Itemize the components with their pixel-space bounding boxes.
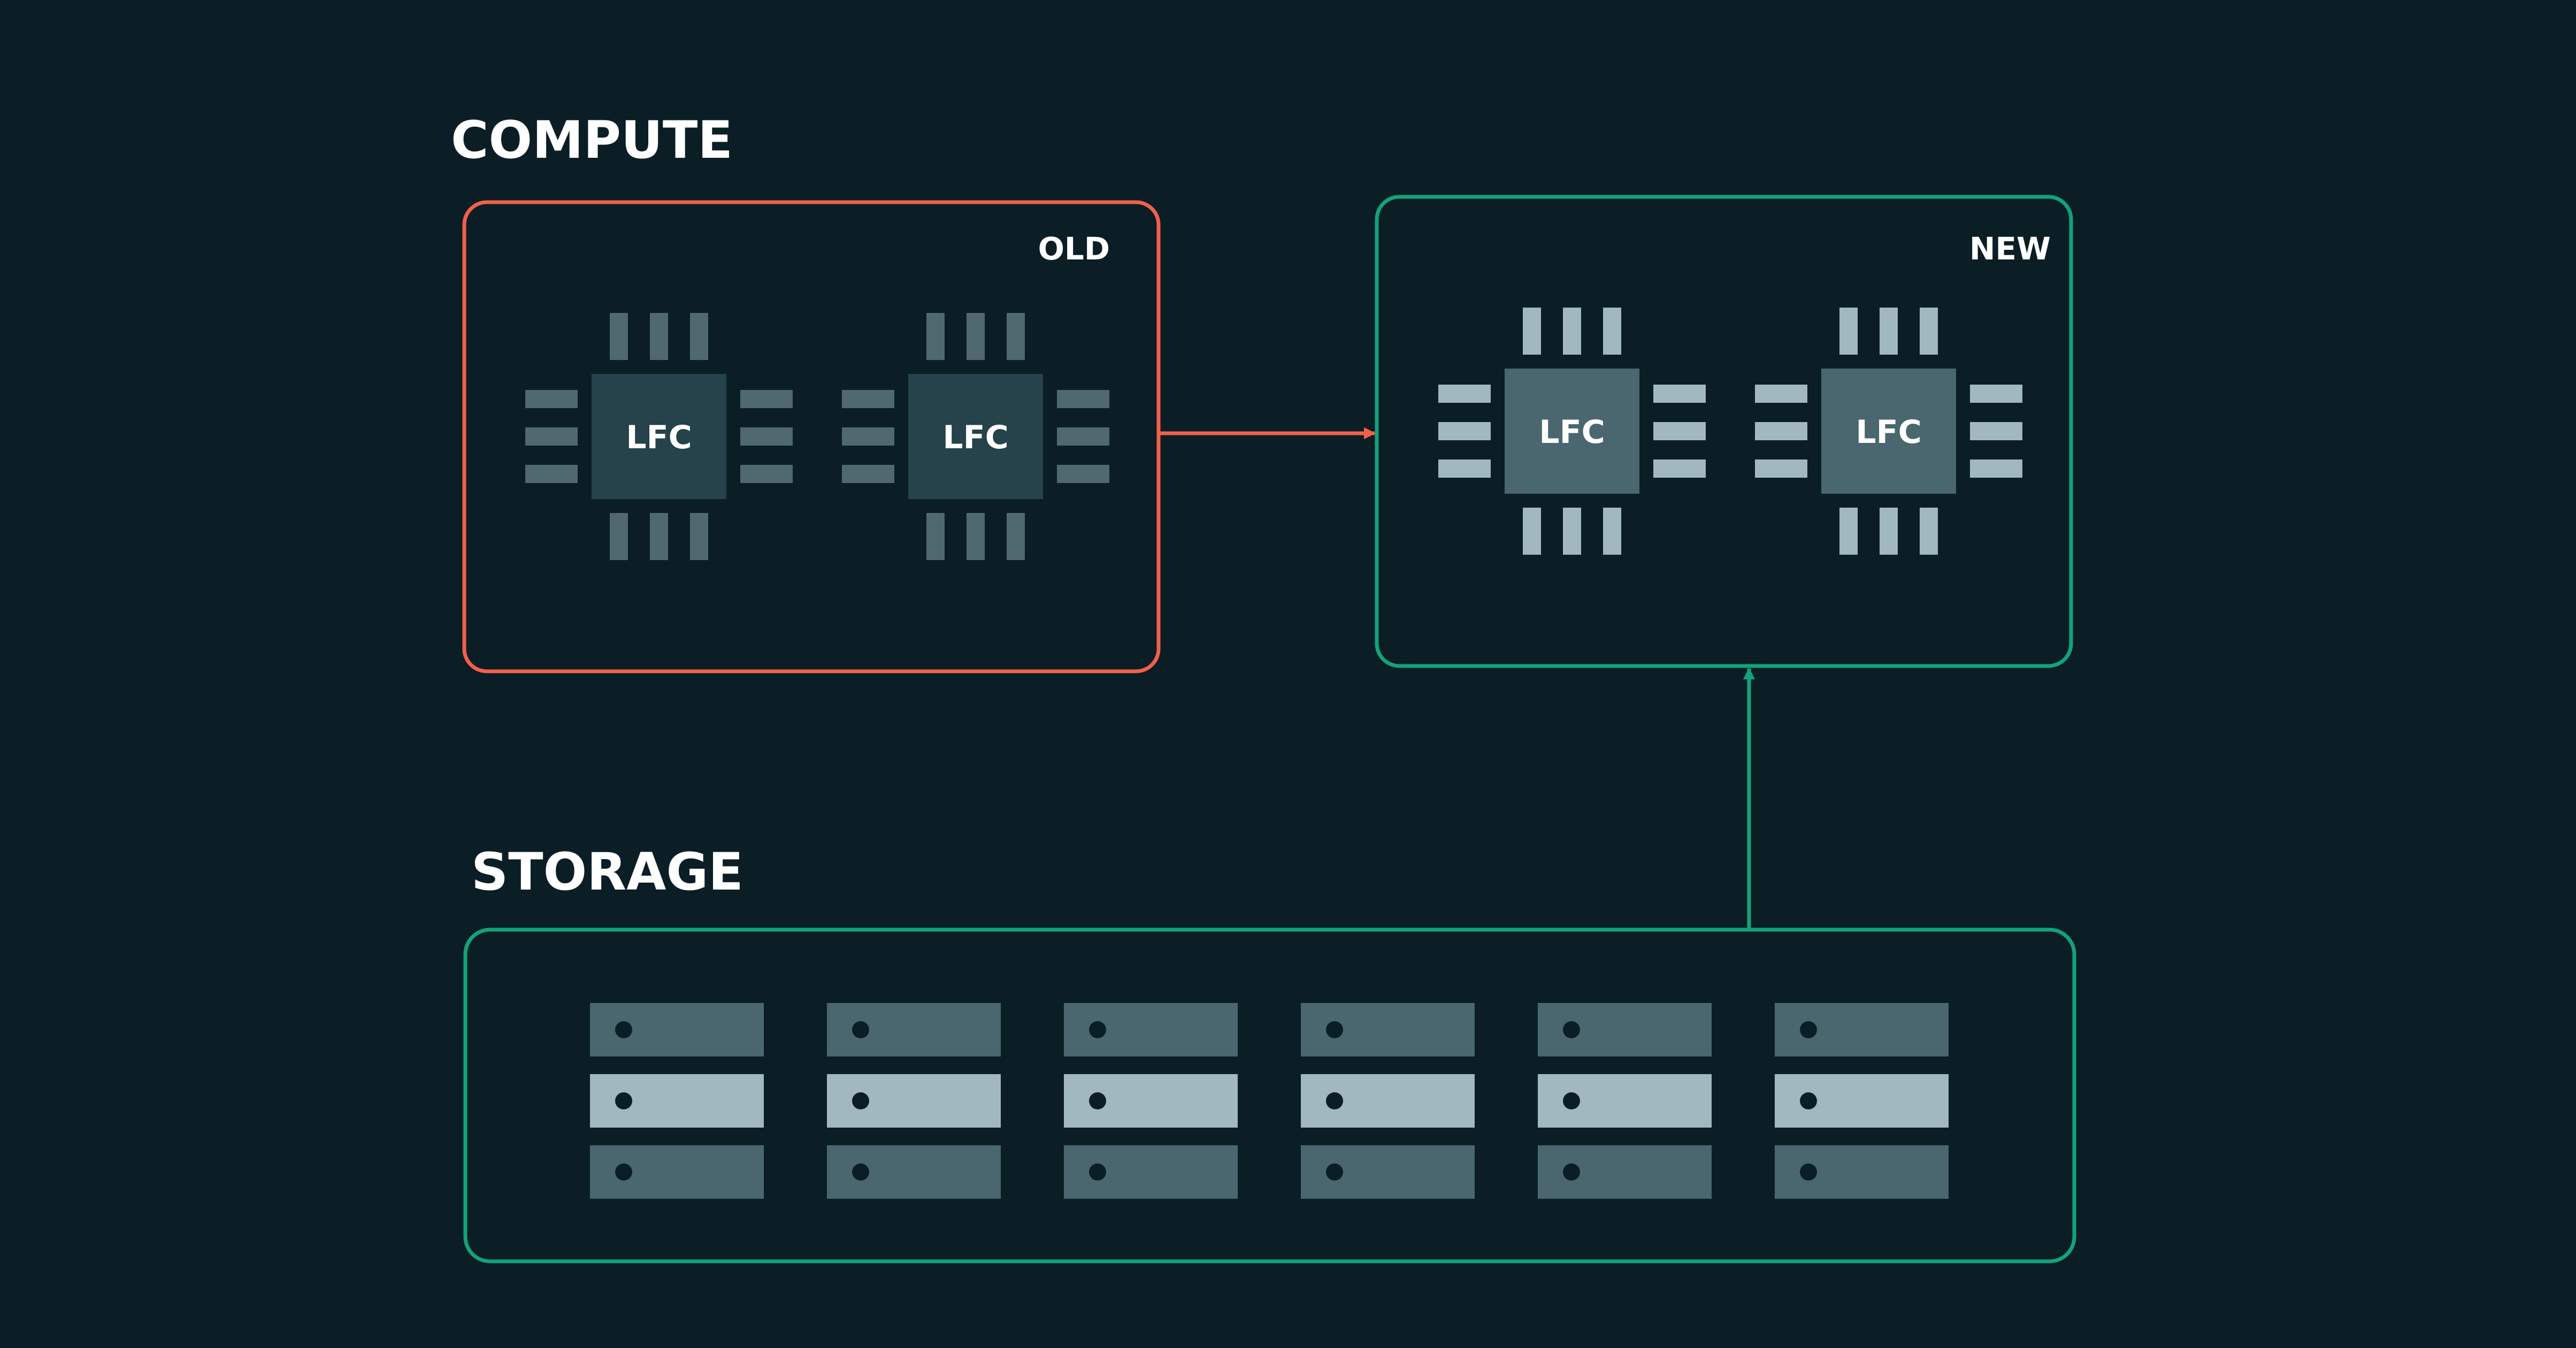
chip-pin [1007, 513, 1025, 560]
server-led [615, 1021, 632, 1038]
chip-pin [926, 513, 945, 560]
server-led [1563, 1163, 1580, 1181]
chip-pin [1839, 508, 1858, 555]
chip-pin [525, 427, 578, 446]
server-led [1563, 1021, 1580, 1038]
server-led [1089, 1021, 1106, 1038]
server-led [1800, 1021, 1817, 1038]
chip-pin [690, 513, 708, 560]
chip-pin [842, 390, 894, 408]
chip-pin [1653, 422, 1706, 440]
server-racks [590, 1003, 1949, 1199]
chip-pin [650, 313, 668, 360]
chip-body [1505, 369, 1639, 494]
chip-pin [1653, 459, 1706, 478]
server-stack [1775, 1003, 1949, 1199]
old-label: OLD [1038, 231, 1110, 267]
chip-pin [740, 465, 793, 483]
server-led [1326, 1163, 1343, 1181]
chip-pin [1057, 390, 1109, 408]
server-led [1326, 1021, 1343, 1038]
new-compute-group: NEW LFC LFC [1375, 195, 2073, 668]
old-chips: LFC LFC [525, 313, 1109, 560]
chip-label: LFC [1856, 413, 1921, 451]
server-stack [1538, 1003, 1712, 1199]
chip-body [592, 374, 726, 499]
server-stack [590, 1003, 764, 1199]
new-chips: LFC LFC [1438, 308, 2022, 555]
new-lfc-chip: LFC [1755, 308, 2022, 555]
server-led [615, 1092, 632, 1109]
chip-pin [1970, 459, 2022, 478]
old-compute-group: OLD LFC LFC [462, 200, 1161, 673]
chip-pin [1438, 385, 1491, 403]
new-compute-box [1375, 195, 2073, 668]
chip-pin [1755, 459, 1807, 478]
server-led [852, 1092, 869, 1109]
chip-pin [842, 427, 894, 446]
chip-pin [1523, 508, 1541, 555]
chip-pin [740, 427, 793, 446]
chip-pin [610, 513, 628, 560]
chip-pin [650, 513, 668, 560]
chip-pin [1438, 459, 1491, 478]
chip-pin [1970, 385, 2022, 403]
server-led [1089, 1163, 1106, 1181]
chip-pin [926, 313, 945, 360]
chip-pin [1057, 465, 1109, 483]
storage-group [463, 928, 2076, 1263]
chip-pin [1523, 308, 1541, 355]
chip-body [908, 374, 1043, 499]
chip-pin [690, 313, 708, 360]
server-led [1800, 1092, 1817, 1109]
chip-pin [1755, 385, 1807, 403]
chip-pin [842, 465, 894, 483]
server-led [1800, 1163, 1817, 1181]
server-led [852, 1021, 869, 1038]
server-stack [1301, 1003, 1475, 1199]
chip-pin [740, 390, 793, 408]
chip-pin [1970, 422, 2022, 440]
chip-pin [1057, 427, 1109, 446]
server-led [1563, 1092, 1580, 1109]
chip-pin [1563, 508, 1581, 555]
compute-title: COMPUTE [451, 110, 733, 170]
chip-pin [525, 390, 578, 408]
server-stack [1064, 1003, 1238, 1199]
chip-pin [1603, 308, 1621, 355]
server-led [615, 1163, 632, 1181]
old-compute-box [462, 200, 1161, 673]
chip-pin [1653, 385, 1706, 403]
chip-pin [1755, 422, 1807, 440]
chip-label: LFC [1539, 413, 1605, 451]
chip-pin [967, 513, 985, 560]
chip-label: LFC [942, 419, 1008, 456]
chip-pin [1839, 308, 1858, 355]
chip-pin [967, 313, 985, 360]
chip-body [1821, 369, 1956, 494]
storage-title: STORAGE [471, 842, 743, 902]
server-stack [827, 1003, 1001, 1199]
chip-pin [1920, 508, 1938, 555]
server-led [1089, 1092, 1106, 1109]
new-lfc-chip: LFC [1438, 308, 1706, 555]
chip-pin [1920, 308, 1938, 355]
chip-pin [1880, 308, 1898, 355]
chip-pin [1438, 422, 1491, 440]
server-led [852, 1163, 869, 1181]
new-label: NEW [1969, 231, 2051, 267]
chip-pin [1563, 308, 1581, 355]
chip-pin [525, 465, 578, 483]
chip-pin [610, 313, 628, 360]
chip-pin [1603, 508, 1621, 555]
old-lfc-chip: LFC [525, 313, 793, 560]
storage-box [463, 928, 2076, 1263]
chip-pin [1880, 508, 1898, 555]
chip-pin [1007, 313, 1025, 360]
chip-label: LFC [626, 419, 692, 456]
old-lfc-chip: LFC [842, 313, 1109, 560]
server-led [1326, 1092, 1343, 1109]
